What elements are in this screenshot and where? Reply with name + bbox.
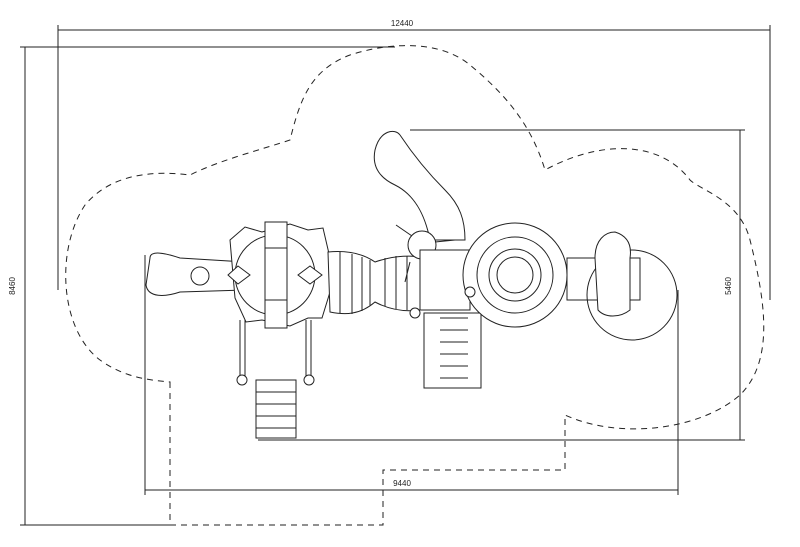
dimension-overall-width: 12440	[57, 19, 771, 300]
round-tower	[462, 222, 568, 328]
tower-left	[227, 221, 331, 386]
dimension-label-equipment-height: 5460	[724, 277, 733, 295]
dimension-label-overall-width: 12440	[391, 19, 414, 28]
tower-right	[409, 249, 471, 319]
safety-zone-outline	[65, 45, 765, 526]
climbing-ladder	[423, 312, 482, 389]
dimension-overall-height: 8460	[8, 46, 395, 526]
tunnel	[327, 251, 421, 315]
slide-left	[145, 252, 246, 296]
spiral-slide	[373, 130, 466, 241]
slide-right	[566, 231, 678, 341]
stairs-left	[255, 379, 297, 439]
dimension-label-equipment-width: 9440	[393, 479, 411, 488]
dimension-equipment-height: 5460	[258, 129, 745, 441]
dimension-label-overall-height: 8460	[8, 277, 17, 295]
dimension-equipment-width: 9440	[144, 255, 679, 495]
